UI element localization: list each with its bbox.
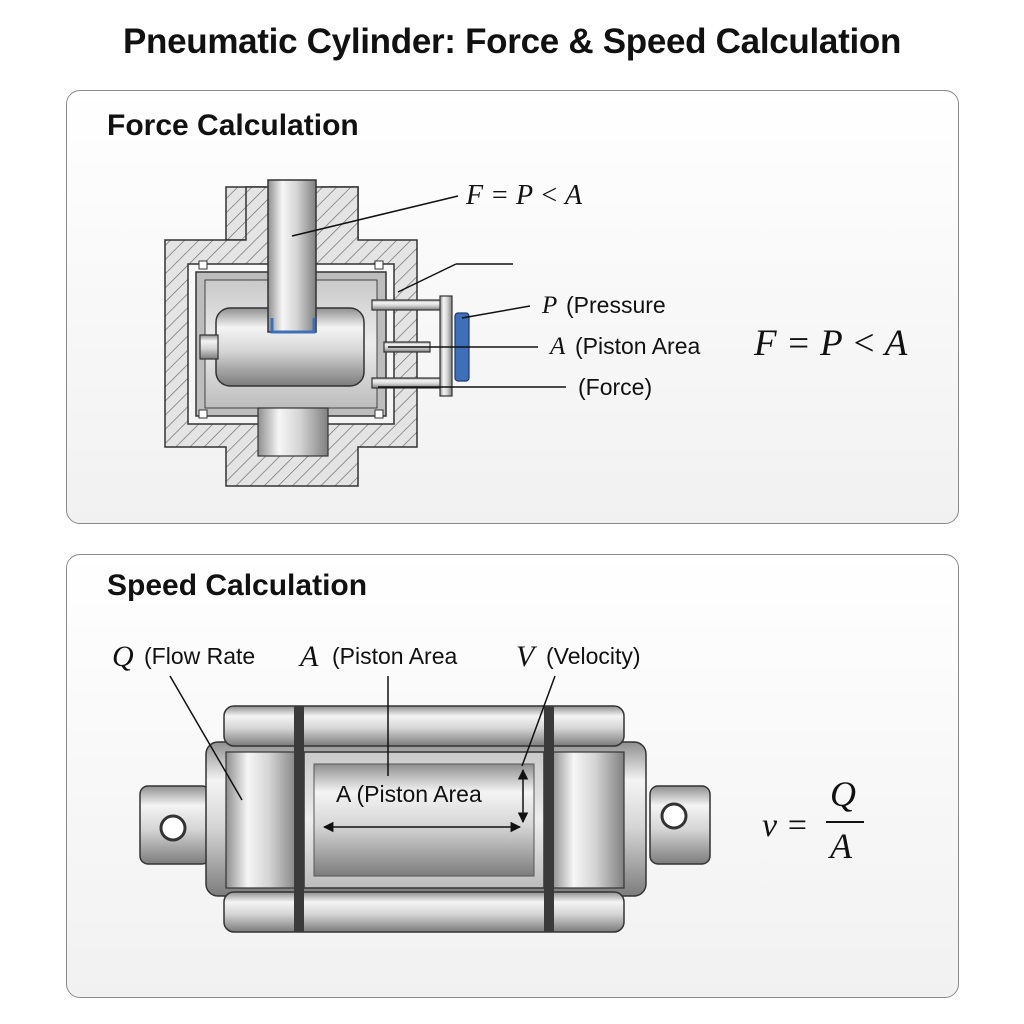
force-formula: F = P < A [753,323,908,364]
speed-formula-denominator: A [828,826,853,866]
housing-body [164,186,418,487]
force-leaders [291,195,566,388]
force-cylinder-section [164,179,470,487]
speed-formula-numerator: Q [830,774,856,814]
pressure-label: (Pressure [566,292,666,318]
speed-leaders [169,675,556,833]
flow-label: (Flow Rate [144,643,255,669]
force-heading: Force Calculation [107,109,359,142]
page-title: Pneumatic Cylinder: Force & Speed Calcul… [122,22,902,61]
speed-area-label: (Piston Area [332,643,457,669]
piston-rod [267,179,317,333]
speed-heading: Speed Calculation [107,569,368,602]
area-symbol: A [548,333,566,360]
flow-symbol: Q [112,640,134,673]
speed-formula-lhs: v = [762,807,809,844]
pressure-symbol: P [541,292,557,319]
speed-area-symbol: A [298,640,319,673]
area-label: (Piston Area [575,333,700,359]
force-callout-formula: F = P < A [465,180,583,211]
velocity-symbol: V [516,640,538,673]
velocity-label: (Velocity) [546,643,641,669]
inner-area-label: A (Piston Area [336,781,482,807]
force-label: (Force) [578,374,652,400]
speed-formula: v = Q A [762,774,864,866]
speed-cylinder [139,705,711,933]
